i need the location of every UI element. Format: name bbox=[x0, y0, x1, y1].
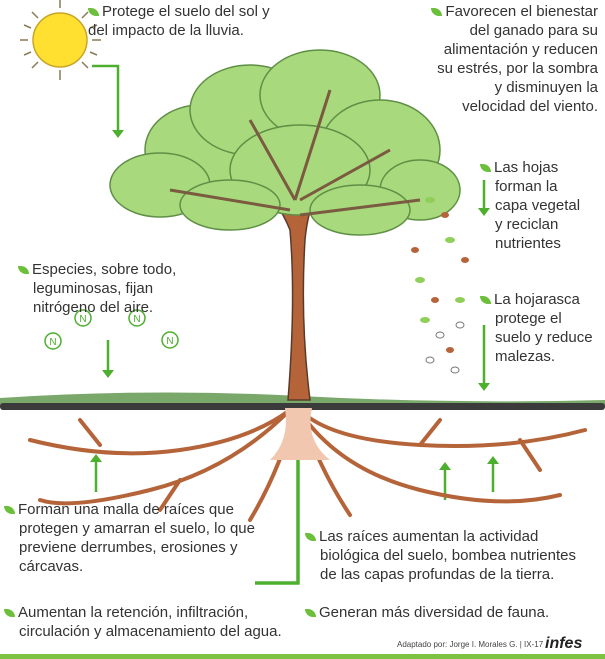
credit: Adaptado por: Jorge I. Morales G. | IX-1… bbox=[397, 640, 544, 649]
line: Especies, sobre todo, bbox=[32, 261, 177, 278]
leaf-bullet-icon bbox=[431, 8, 443, 16]
line: alimentación y reducen bbox=[443, 41, 598, 58]
line: y disminuyen la bbox=[494, 79, 598, 96]
leaf-bullet-icon bbox=[88, 8, 99, 16]
falling-leaves bbox=[411, 197, 469, 374]
line: Las raíces aumentan la actividad bbox=[319, 528, 539, 545]
note-malla: Forman una malla de raíces que protegen … bbox=[4, 500, 255, 576]
line: cárcavas. bbox=[19, 558, 84, 575]
line: del ganado para su bbox=[469, 22, 598, 39]
note-raices: Las raíces aumentan la actividad biológi… bbox=[305, 527, 576, 584]
line: biológica del suelo, bombea nutrientes bbox=[320, 547, 577, 564]
line: Generan más diversidad de fauna. bbox=[319, 604, 550, 621]
note-hojarasca: La hojarasca protege el suelo y reduce m… bbox=[480, 290, 593, 366]
line: suelo y reduce bbox=[495, 329, 593, 346]
line: forman la bbox=[495, 178, 558, 195]
leaf-bullet-icon bbox=[18, 266, 29, 274]
leaf-bullet-icon bbox=[4, 506, 15, 514]
leaf-bullet-icon bbox=[480, 164, 491, 172]
nitrogen-icons bbox=[44, 309, 179, 350]
note-sol-text: Protege el suelo del sol y del impacto d… bbox=[88, 3, 270, 39]
line: Favorecen el bienestar bbox=[445, 3, 598, 20]
nitrogen-symbol: N bbox=[166, 336, 173, 347]
sun-icon bbox=[20, 0, 101, 80]
line: malezas. bbox=[495, 348, 556, 365]
roots bbox=[28, 408, 587, 522]
note-agua: Aumentan la retención, infiltración, cir… bbox=[4, 603, 282, 641]
line: capa vegetal bbox=[495, 197, 581, 214]
canopy bbox=[109, 49, 461, 236]
note-ganado: Favorecen el bienestar del ganado para s… bbox=[395, 2, 598, 116]
line: leguminosas, fijan bbox=[33, 280, 154, 297]
note-fauna: Generan más diversidad de fauna. bbox=[305, 603, 549, 622]
note-nitrogeno: Especies, sobre todo, leguminosas, fijan… bbox=[18, 260, 176, 317]
nitrogen-symbol: N bbox=[49, 337, 56, 348]
line: su estrés, por la sombra bbox=[437, 60, 598, 77]
note-sol: Protege el suelo del sol y del impacto d… bbox=[88, 2, 288, 40]
line: previene derrumbes, erosiones y bbox=[19, 539, 238, 556]
note-hojas: Las hojas forman la capa vegetal y recic… bbox=[480, 158, 580, 253]
line: Las hojas bbox=[494, 159, 559, 176]
line: protege el bbox=[495, 310, 562, 327]
leaf-bullet-icon bbox=[480, 296, 491, 304]
line: protegen y amarran el suelo, lo que bbox=[19, 520, 255, 537]
leaf-bullet-icon bbox=[305, 609, 316, 617]
line: nutrientes bbox=[495, 235, 561, 252]
line: Aumentan la retención, infiltración, bbox=[18, 604, 249, 621]
infes-logo: infes bbox=[545, 635, 583, 652]
line: y reciclan bbox=[495, 216, 559, 233]
leaf-bullet-icon bbox=[305, 533, 316, 541]
line: velocidad del viento. bbox=[462, 98, 598, 115]
nitrogen-symbol: N bbox=[79, 314, 86, 325]
line: nitrógeno del aire. bbox=[33, 299, 154, 316]
leaf-bullet-icon bbox=[4, 609, 15, 617]
line: Forman una malla de raíces que bbox=[18, 501, 234, 518]
line: La hojarasca bbox=[494, 291, 580, 308]
nitrogen-symbol: N bbox=[133, 314, 140, 325]
arrow-sun bbox=[92, 64, 120, 132]
bottom-bar bbox=[0, 654, 605, 659]
line: circulación y almacenamiento del agua. bbox=[19, 623, 282, 640]
line: de las capas profundas de la tierra. bbox=[320, 566, 555, 583]
